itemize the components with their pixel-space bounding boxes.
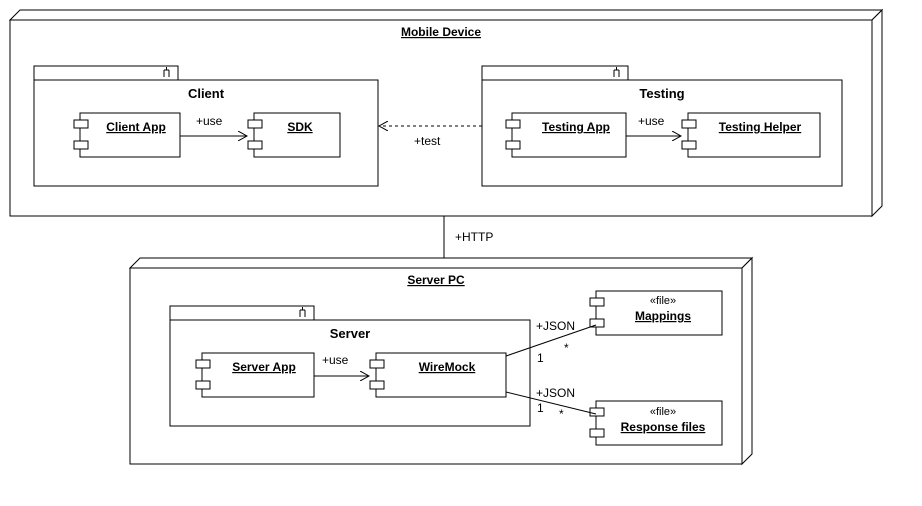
component-testing-app[interactable]: Testing App [505, 112, 627, 158]
component-response-files-stereotype: «file» [650, 406, 676, 418]
component-sdk[interactable]: SDK [247, 112, 341, 158]
component-mappings-stereotype: «file» [650, 295, 676, 307]
component-server-app-label: Server App [232, 360, 296, 374]
edge-wiremock-responses-source-mult: 1 [537, 401, 544, 415]
component-port-icon [369, 380, 385, 390]
edge-testing-app-helper-label: +use [638, 114, 665, 128]
component-client-app-label: Client App [106, 120, 166, 134]
edge-device-server: +HTTP [443, 216, 493, 258]
edge-wiremock-responses: +JSON 1 * [505, 386, 597, 421]
package-icon [613, 67, 620, 77]
package-client-label: Client [188, 86, 225, 101]
component-testing-helper[interactable]: Testing Helper [681, 112, 821, 158]
edge-wiremock-mappings-source-mult: 1 [537, 351, 544, 365]
component-port-icon [589, 428, 605, 438]
component-mappings-label: Mappings [635, 309, 691, 323]
edge-server-app-wiremock-label: +use [322, 353, 349, 367]
edge-wiremock-responses-label: +JSON [536, 386, 575, 400]
package-icon [163, 67, 170, 77]
component-wiremock-label: WireMock [419, 360, 476, 374]
component-server-app[interactable]: Server App [195, 352, 315, 398]
component-wiremock[interactable]: WireMock [369, 352, 507, 398]
component-port-icon [589, 318, 605, 328]
component-port-icon [505, 119, 521, 129]
edge-client-app-sdk: +use [180, 114, 247, 136]
node-mobile-device-label: Mobile Device [401, 25, 481, 39]
edge-wiremock-mappings-label: +JSON [536, 319, 575, 333]
component-mappings[interactable]: «file» Mappings [589, 290, 723, 336]
edge-wiremock-mappings-target-mult: * [564, 341, 569, 355]
edge-device-server-label: +HTTP [455, 230, 493, 244]
edge-testing-app-helper: +use [626, 114, 681, 136]
edge-client-app-sdk-label: +use [196, 114, 223, 128]
edge-testing-client-label: +test [414, 134, 441, 148]
component-port-icon [247, 140, 263, 150]
component-response-files[interactable]: «file» Response files [589, 400, 723, 446]
component-port-icon [73, 119, 89, 129]
component-port-icon [505, 140, 521, 150]
component-port-icon [195, 380, 211, 390]
component-response-files-label: Response files [621, 420, 706, 434]
component-port-icon [589, 297, 605, 307]
component-sdk-label: SDK [287, 120, 313, 134]
component-port-icon [247, 119, 263, 129]
component-port-icon [195, 359, 211, 369]
component-client-app[interactable]: Client App [73, 112, 181, 158]
package-server-label: Server [330, 326, 370, 341]
component-port-icon [681, 140, 697, 150]
component-port-icon [369, 359, 385, 369]
edge-wiremock-responses-target-mult: * [559, 407, 564, 421]
component-port-icon [73, 140, 89, 150]
edge-wiremock-mappings: +JSON 1 * [505, 319, 597, 365]
component-testing-app-label: Testing App [542, 120, 610, 134]
component-port-icon [681, 119, 697, 129]
edge-server-app-wiremock: +use [314, 353, 369, 376]
package-testing-label: Testing [639, 86, 684, 101]
component-testing-helper-label: Testing Helper [719, 120, 802, 134]
package-icon [299, 307, 306, 317]
node-server-pc-label: Server PC [407, 273, 465, 287]
edge-testing-client: +test [379, 126, 482, 148]
component-port-icon [589, 407, 605, 417]
